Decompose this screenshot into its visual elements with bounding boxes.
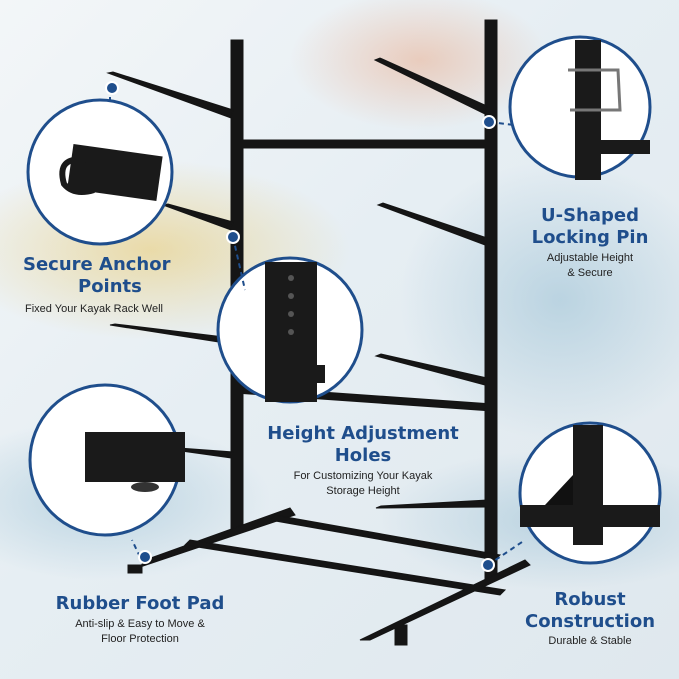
anchor-title: Secure Anchor Points bbox=[23, 254, 213, 298]
height-holes-title: Height Adjustment Holes bbox=[248, 423, 478, 467]
hole-icon bbox=[288, 293, 294, 299]
dot-icon bbox=[481, 558, 495, 572]
height-holes-subtitle-line-2: Storage Height bbox=[326, 485, 400, 497]
anchor-title-line-2: Points bbox=[78, 276, 142, 297]
anchor-tube-icon bbox=[67, 143, 163, 202]
locking-pin-title-line-1: U-Shaped bbox=[541, 205, 639, 226]
dot-icon bbox=[226, 230, 240, 244]
locking-pin-subtitle-line-1: Adjustable Height bbox=[546, 252, 634, 264]
anchor-title-line-1: Secure Anchor bbox=[23, 254, 171, 275]
u-pin-icon bbox=[568, 68, 622, 112]
foot-pad-subtitle: Anti-slip & Easy to Move & Floor Protect… bbox=[35, 617, 245, 647]
foot-pad-subtitle-line-2: Floor Protection bbox=[101, 633, 179, 645]
dot-icon bbox=[138, 550, 152, 564]
callout-foot-pad bbox=[28, 383, 185, 537]
locking-pin-title-line-2: Locking Pin bbox=[531, 227, 649, 248]
callout-height-holes bbox=[216, 256, 364, 404]
dot-icon bbox=[482, 115, 496, 129]
callout-dots bbox=[105, 81, 496, 572]
anchor-subtitle: Fixed Your Kayak Rack Well bbox=[25, 303, 163, 315]
height-holes-subtitle: For Customizing Your Kayak Storage Heigh… bbox=[258, 469, 468, 499]
construction-title: Robust Construction bbox=[505, 589, 675, 633]
foot-pad-title: Rubber Foot Pad bbox=[55, 593, 225, 614]
construction-subtitle: Durable & Stable bbox=[548, 635, 632, 647]
locking-pin-subtitle: Adjustable Height & Secure bbox=[515, 251, 665, 281]
construction-title-line-1: Robust bbox=[554, 589, 626, 610]
callout-construction bbox=[518, 421, 662, 565]
dot-icon bbox=[105, 81, 119, 95]
hole-icon bbox=[288, 275, 294, 281]
hole-icon bbox=[288, 329, 294, 335]
locking-pin-title: U-Shaped Locking Pin bbox=[505, 205, 675, 249]
callout-locking-pin bbox=[508, 35, 652, 180]
foot-pad-subtitle-line-1: Anti-slip & Easy to Move & bbox=[75, 618, 205, 630]
callout-anchor bbox=[26, 98, 174, 246]
rubber-pad-icon bbox=[131, 482, 159, 492]
height-holes-title-line-2: Holes bbox=[334, 445, 392, 466]
height-holes-title-line-1: Height Adjustment bbox=[267, 423, 459, 444]
anchor-loop-icon bbox=[59, 156, 95, 195]
hole-icon bbox=[288, 311, 294, 317]
height-holes-subtitle-line-1: For Customizing Your Kayak bbox=[293, 470, 433, 482]
locking-pin-subtitle-line-2: & Secure bbox=[567, 267, 613, 279]
construction-title-line-2: Construction bbox=[524, 611, 656, 632]
